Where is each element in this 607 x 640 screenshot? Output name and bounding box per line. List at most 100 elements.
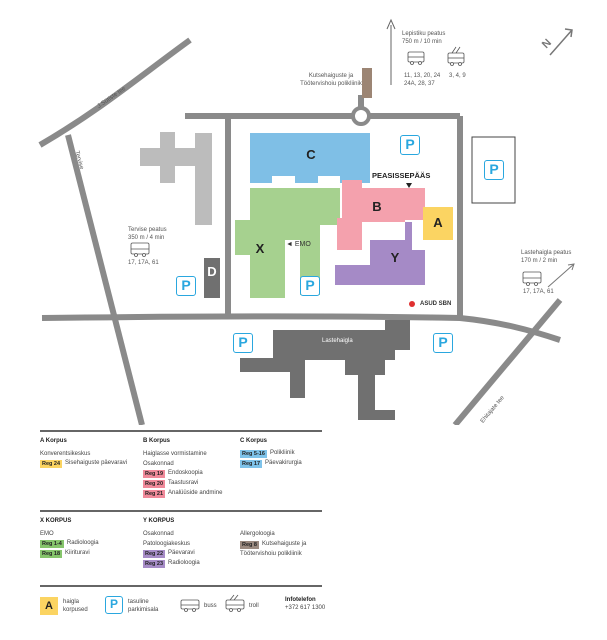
lastehaigla-label: Lastehaigla <box>322 338 353 344</box>
reg-text: Radioloogia <box>168 560 200 567</box>
legend-divider <box>40 510 322 512</box>
legend-divider <box>40 585 322 587</box>
lastehaigla-building-shape <box>240 320 410 420</box>
bus-icon <box>130 242 150 257</box>
tervise-bus-lines: 17, 17A, 61 <box>128 260 159 266</box>
building-a-shape <box>423 207 453 240</box>
building-x-shape <box>235 188 340 298</box>
reg-tag: Reg 20 <box>143 480 166 488</box>
building-d-shape <box>204 258 220 298</box>
key-parking-icon: P <box>105 596 123 614</box>
reg-text: Kutsehaiguste ja <box>261 540 307 547</box>
key-a-text: haigla korpused <box>63 599 88 613</box>
asud-label: ASUD SBN <box>420 301 452 307</box>
key-trolley-icon <box>225 594 245 612</box>
tervise-stop-name: Tervise peatus <box>128 227 167 233</box>
key-parking-text: tasuline parkimisala <box>128 599 159 613</box>
building-y-label: Y <box>390 250 400 265</box>
compass-arrow <box>549 29 573 56</box>
legend-y-title: Y KORPUS <box>143 518 175 524</box>
reg-tag: Reg 21 <box>143 490 166 498</box>
lastehaigla-bus-lines: 17, 17A, 61 <box>523 289 554 295</box>
reg-text: Päevaravi <box>168 550 195 557</box>
reg-text: Sisehaiguste päevaravi <box>65 460 128 467</box>
road-ehitajate-tee <box>452 298 563 425</box>
asud-dot <box>409 301 415 307</box>
legend-a-line: Konverentsikeskus <box>40 450 91 457</box>
legend-b-line: Osakonnad <box>143 460 174 467</box>
legend-other-extra: Töötervishoiu polikliinik <box>240 551 302 557</box>
parking-sign-icon: P <box>484 160 504 180</box>
legend-b-reg-row: Reg 21 Analüüside andmine <box>143 490 238 499</box>
legend-other: Allergoloogia Reg 8 Kutsehaiguste ja Töö… <box>240 530 330 560</box>
lepistiku-stop-name: Lepistiku peatus <box>402 31 446 37</box>
reg-tag: Reg 5-16 <box>240 450 267 458</box>
legend-y-line: Patoloogiakeskus <box>143 540 191 547</box>
reg-tag: Reg 17 <box>240 460 263 468</box>
legend-x-line: EMO <box>40 530 54 537</box>
legend-divider <box>40 430 322 432</box>
legend-other-line: Allergoloogia <box>240 531 275 537</box>
legend-x-reg-row: Reg 1-4 Radioloogia <box>40 540 135 549</box>
lastehaigla-stop-distance: 170 m / 2 min <box>521 258 558 264</box>
parking-sign-icon: P <box>176 276 196 296</box>
hospital-map: C X B A Y D PEASISSEPÄÄS ◄ EMO ASUD SBN … <box>38 18 575 425</box>
legend-x-reg-row: Reg 18 Kiirituravi <box>40 550 135 559</box>
legend-b-korpus: B Korpus Haiglasse vormistamine Osakonna… <box>143 438 238 500</box>
lastehaigla-stop-arrow <box>547 263 575 288</box>
building-a-label: A <box>433 215 443 230</box>
road-sutiste-tee <box>38 37 192 148</box>
building-b-label: B <box>372 199 382 214</box>
building-y-shape <box>335 222 425 285</box>
legend-a-korpus: A Korpus Konverentsikeskus Reg 24 Siseha… <box>40 438 135 470</box>
legend-b-title: B Korpus <box>143 438 170 444</box>
reg-tag: Reg 18 <box>40 550 63 558</box>
legend-b-reg-row: Reg 19 Endoskoopia <box>143 470 238 479</box>
parking-sign-icon: P <box>233 333 253 353</box>
building-d-label: D <box>207 264 217 279</box>
reg-text: Polikliinik <box>269 450 295 457</box>
parking-area-east-frame <box>471 136 516 204</box>
key-trolley-text: troll <box>249 603 259 609</box>
trolley-icon <box>447 46 465 66</box>
reg-tag: Reg 19 <box>143 470 166 478</box>
key-bus-icon <box>180 599 200 612</box>
main-entrance-label: PEASISSEPÄÄS <box>372 171 431 180</box>
emo-label: ◄ EMO <box>286 241 311 248</box>
legend-c-korpus: C Korpus Reg 5-16 Polikliinik Reg 17 Päe… <box>240 438 330 470</box>
parking-sign-icon: P <box>400 135 420 155</box>
building-c-label: C <box>306 147 316 162</box>
info-phone-label: Infotelefon <box>285 597 316 603</box>
reg-tag: Reg 1-4 <box>40 540 64 548</box>
kutsehaiguste-building-shape <box>362 68 372 98</box>
reg-text: Radioloogia <box>66 540 99 547</box>
roundabout <box>351 106 371 126</box>
legend-b-line: Haiglasse vormistamine <box>143 450 207 457</box>
bus-icon <box>407 51 425 65</box>
tervise-stop-distance: 350 m / 4 min <box>128 235 165 241</box>
legend-y-line: Osakonnad <box>143 530 174 537</box>
lastehaigla-stop-name: Lastehaigla peatus <box>521 250 572 256</box>
key-a-box: A <box>40 597 58 615</box>
parking-sign-icon: P <box>300 276 320 296</box>
reg-text: Taastusravi <box>168 480 199 487</box>
legend-y-reg-row: Reg 22 Päevaravi <box>143 550 238 559</box>
legend-x-korpus: X KORPUS EMO Reg 1-4 Radioloogia Reg 18 … <box>40 518 135 560</box>
legend-b-reg-row: Reg 20 Taastusravi <box>143 480 238 489</box>
lepistiku-trolley-lines: 3, 4, 9 <box>449 73 466 79</box>
building-x-label: X <box>255 241 265 256</box>
reg-text: Päevakirurgia <box>265 460 302 467</box>
legend-a-reg-row: Reg 24 Sisehaiguste päevaravi <box>40 460 135 469</box>
reg-text: Analüüside andmine <box>168 490 223 497</box>
building-b-shape <box>337 180 425 250</box>
legend-a-title: A Korpus <box>40 438 67 444</box>
info-phone-number: +372 617 1300 <box>285 605 326 611</box>
parking-sign-icon: P <box>433 333 453 353</box>
legend-y-reg-row: Reg 23 Radioloogia <box>143 560 238 569</box>
reg-tag: Reg 23 <box>143 560 166 568</box>
legend-y-korpus: Y KORPUS Osakonnad Patoloogiakeskus Reg … <box>143 518 238 570</box>
legend-c-reg-row: Reg 5-16 Polikliinik <box>240 450 330 459</box>
kutsehaiguste-label: Kutsehaiguste ja Töötervishoiu polikliin… <box>300 73 362 87</box>
legend-c-title: C Korpus <box>240 438 267 444</box>
grey-building-west <box>140 132 212 225</box>
